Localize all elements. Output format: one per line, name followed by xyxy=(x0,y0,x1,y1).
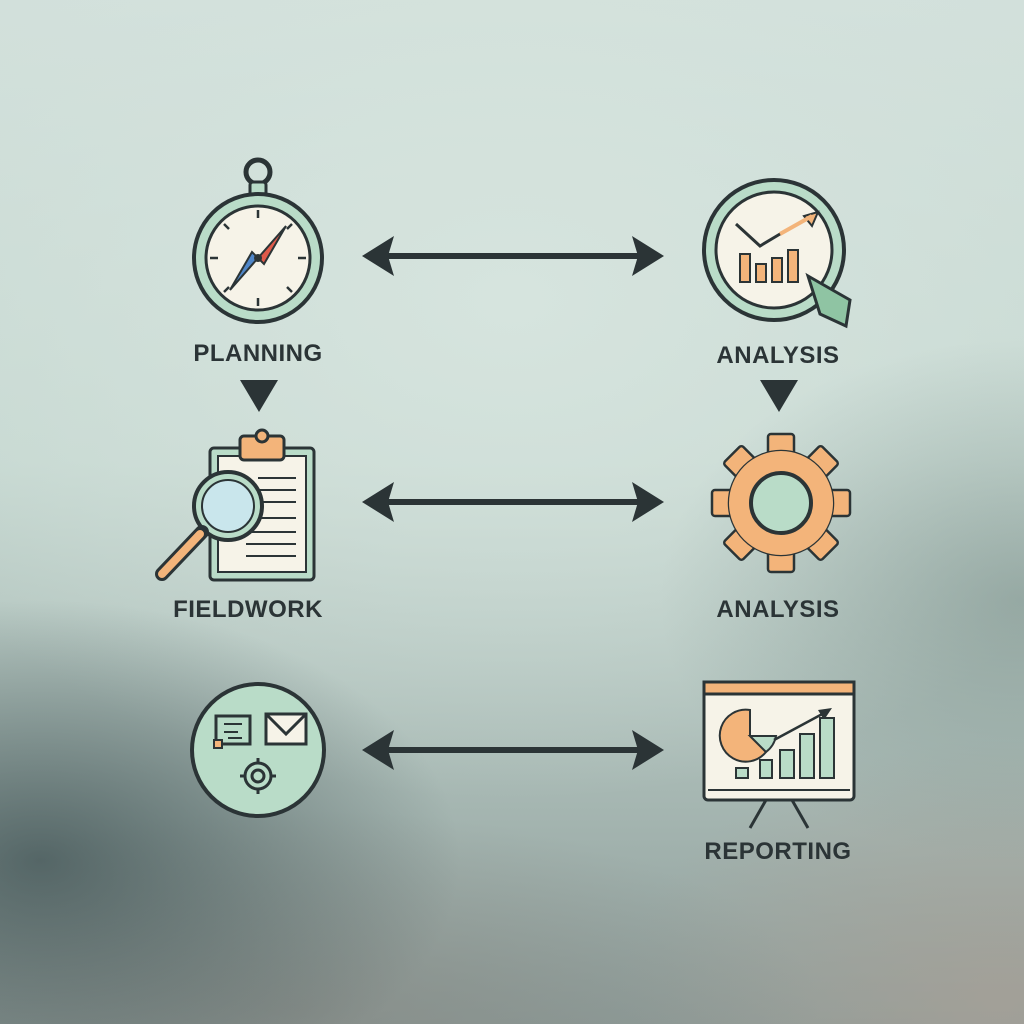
fieldwork-label: FIELDWORK xyxy=(173,596,323,623)
down-triangle-icon xyxy=(760,380,798,412)
planning-label: PLANNING xyxy=(193,340,323,367)
chart-magnifier-icon xyxy=(702,178,852,329)
analysis-top-label: ANALYSIS xyxy=(716,342,840,369)
gear-icon xyxy=(710,432,852,574)
down-triangle-icon xyxy=(240,380,278,412)
analysis-mid-label: ANALYSIS xyxy=(716,596,840,623)
double-headed-arrow-icon xyxy=(362,236,664,276)
reporting-label: REPORTING xyxy=(704,838,852,865)
message-mail-gear-icon xyxy=(190,682,326,818)
compass-icon xyxy=(192,157,324,324)
presentation-board-icon xyxy=(702,680,856,829)
double-headed-arrow-icon xyxy=(362,730,664,770)
clipboard-magnifier-icon xyxy=(155,428,316,582)
double-headed-arrow-icon xyxy=(362,482,664,522)
